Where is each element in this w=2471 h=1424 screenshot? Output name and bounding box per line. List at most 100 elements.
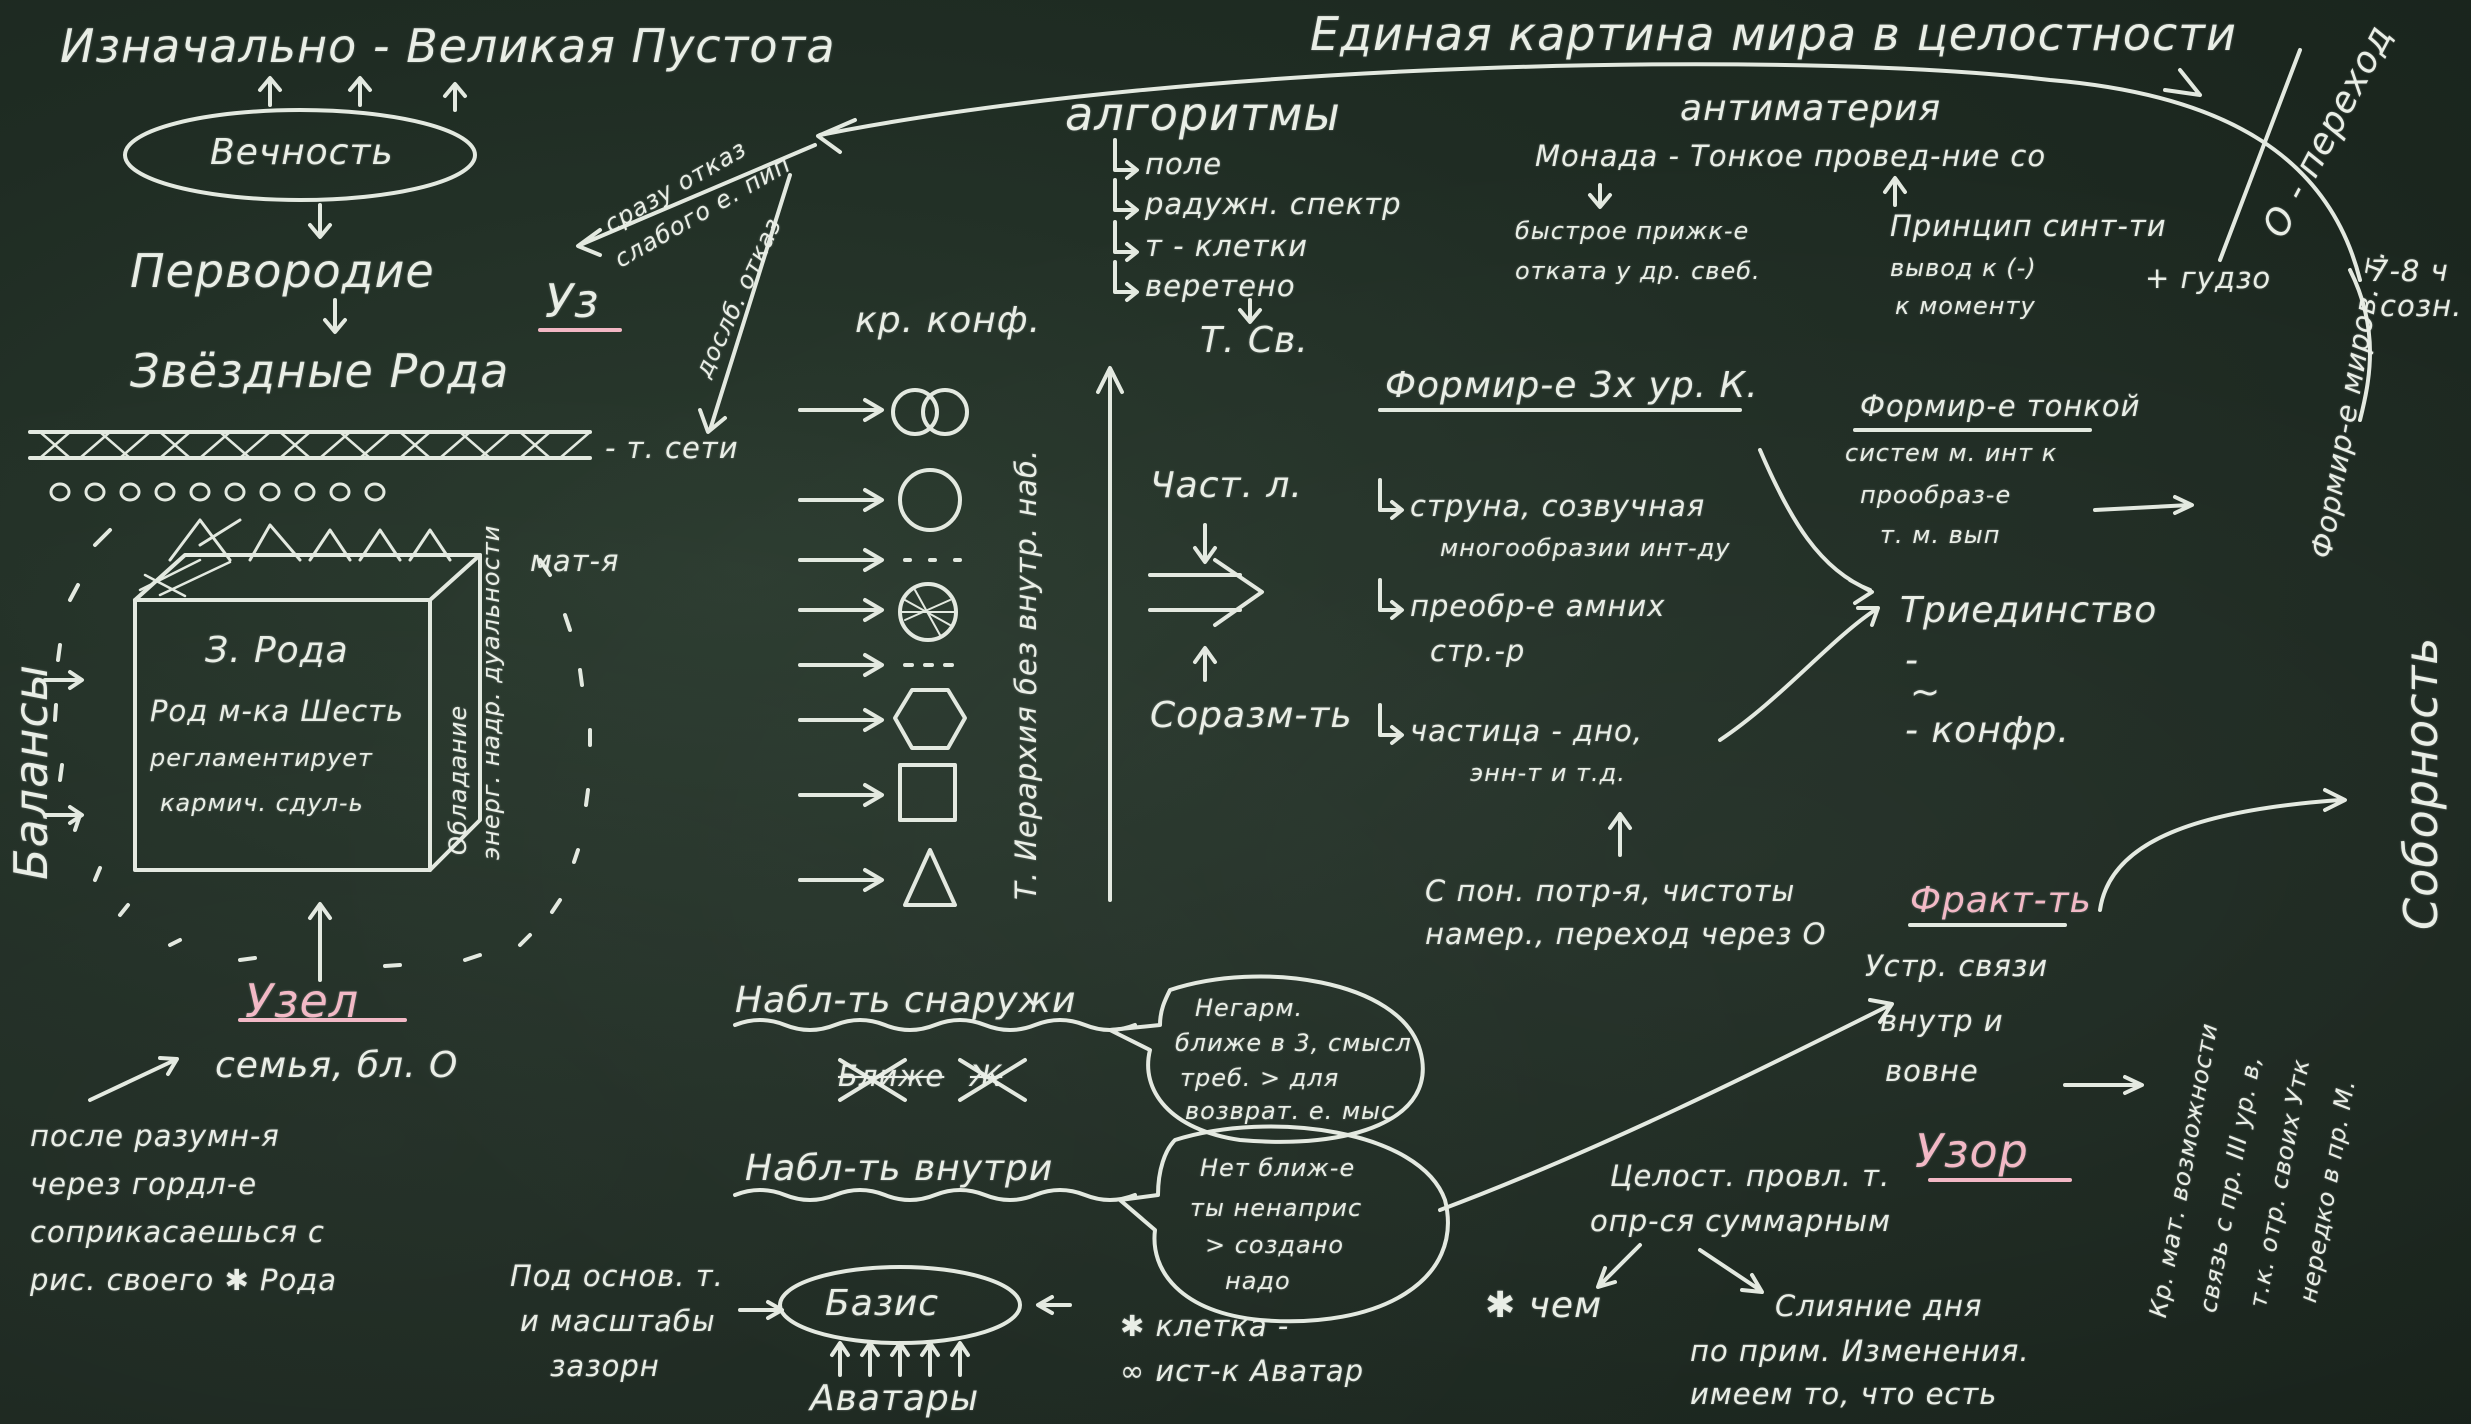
bubble-1-d: возврат. е. мыс <box>1185 1097 1396 1125</box>
top-arc <box>818 62 2362 282</box>
struck-text-2: Ж <box>970 1059 1003 1093</box>
bubble-1-a: Негарм. <box>1195 994 1304 1022</box>
zvezdnye-roda-text: Звёздные Рода <box>130 344 510 398</box>
pri-1-text: по прим. Изменения. <box>1690 1334 2030 1368</box>
formir-tonkoi-1: Формир-е тонкой <box>1860 389 2141 423</box>
uzel-title: Узел <box>245 974 360 1028</box>
formir-i2a: преобр-е амних <box>1410 589 1666 623</box>
cube-line-3: кармич. сдул-ь <box>160 789 364 817</box>
curve-to-tried-1 <box>1758 448 1874 605</box>
top-arc-arrow <box>2163 68 2202 97</box>
diag-arrow-2 <box>698 173 792 434</box>
right-curve <box>2348 268 2372 422</box>
bazis-right-arrow <box>1036 1295 1072 1315</box>
list-arrow-2 <box>1378 578 1404 620</box>
sorazm-arrow <box>1193 646 1217 682</box>
chem-text: ✱ чем <box>1485 1285 1603 1326</box>
dashed-orbit <box>53 528 592 968</box>
arrow-up-1 <box>258 76 282 107</box>
vertical-arrow <box>1096 366 1124 902</box>
formir-bottom-2: намер., переход через О <box>1425 917 1827 951</box>
pod-osnovu-3: зазорн <box>550 1349 660 1383</box>
arrow-down-2 <box>323 298 347 334</box>
formir-title: Формир-е 3х ур. К. <box>1385 365 1759 406</box>
monada-arrow <box>1588 183 1612 209</box>
bubble-1-b: ближе в 3, смысл <box>1175 1029 1412 1057</box>
t-seti-text: - т. сети <box>605 431 739 465</box>
fraktal-1: Устр. связи <box>1865 949 2049 983</box>
bubble-2-a: Нет ближ-е <box>1200 1154 1356 1182</box>
kletka-2: ∞ ист-к Аватар <box>1120 1354 1365 1388</box>
list-arrow-1 <box>1378 478 1404 520</box>
bubble-to-fraktal <box>1438 998 1894 1212</box>
chast-arrow <box>1193 523 1217 564</box>
cube-line-1: Род м-ка Шесть <box>150 694 405 728</box>
nabl-vnutri: Набл-ть внутри <box>745 1148 1054 1189</box>
fraktal-2: внутр и <box>1880 1004 2004 1038</box>
alg-arrow-3 <box>1113 220 1139 262</box>
bystroe-1: быстрое прижк-е <box>1515 217 1750 245</box>
kr-konf-title: кр. конф. <box>855 300 1042 341</box>
uzel-up-arrow <box>88 1056 179 1102</box>
arrow-down-1 <box>308 203 332 239</box>
cube-title: З. Рода <box>205 630 349 671</box>
uzel-note-4: рис. своего ✱ Рода <box>30 1263 338 1297</box>
struck-text-1: Ближе <box>838 1059 945 1093</box>
princip-arrow <box>1883 176 1907 207</box>
monada-text: Монада - Тонкое провед-ние со <box>1535 139 2047 173</box>
princip-1: Принцип синт-ти <box>1890 209 2167 243</box>
cube-side-text: Обладание <box>444 704 472 855</box>
cube <box>133 518 482 872</box>
triedinstvo-text: Триединство <box>1900 590 2158 631</box>
wave-1 <box>733 1018 1137 1032</box>
list-arrow-3 <box>1378 703 1404 745</box>
pod-osnovu-1: Под основ. т. <box>510 1259 724 1293</box>
vechnost-ellipse <box>123 108 477 202</box>
nabl-snaruzhi: Набл-ть снаружи <box>735 980 1077 1021</box>
fraktal-title: Фракт-ть <box>1910 880 2092 921</box>
arc-left-arrowhead <box>816 118 857 154</box>
bubble-2-b: ты ненаприс <box>1190 1194 1363 1222</box>
balance-arrow-2 <box>43 805 84 825</box>
uz-text: Уз <box>545 274 600 328</box>
arrow-up-3 <box>443 82 467 112</box>
sobornost-arrow <box>2098 788 2347 912</box>
formir-i1b: многообразии инт-ду <box>1440 534 1731 562</box>
fraktal-3: вовне <box>1885 1054 1979 1088</box>
uzor-arrow-1 <box>1596 1243 1642 1289</box>
antimateria-text: антиматерия <box>1680 88 1942 129</box>
bubble-2-c: > создано <box>1205 1231 1345 1259</box>
pervorodnoe-text: Первородие <box>130 244 435 298</box>
balance-arrow-1 <box>43 670 84 690</box>
alg-item-1: поле <box>1145 147 1223 181</box>
o-perehod-line <box>2218 48 2302 262</box>
kr-konf-vertical: Т. Иерархия без внутр. наб. <box>1009 448 1043 900</box>
bazis-left-arrow <box>738 1300 784 1320</box>
alg-arrow-1 <box>1113 138 1139 180</box>
plus-gudzo: + гудзо <box>2145 261 2272 295</box>
pri-2-text: имеем то, что есть <box>1690 1377 1998 1411</box>
strike-1 <box>838 1058 1027 1102</box>
mat-label: мат-я <box>530 544 620 578</box>
formir-i2b: стр.-р <box>1430 634 1526 668</box>
diag-arrow-1 <box>576 143 817 257</box>
formir-i1a: струна, созвучная <box>1410 489 1706 523</box>
num2-text: созн. <box>2380 289 2463 323</box>
wave-2 <box>733 1188 1137 1202</box>
alg-arrow-2 <box>1113 178 1139 220</box>
bazis-text: Базис <box>825 1283 940 1324</box>
opr-text: опр-ся суммарным <box>1590 1204 1891 1238</box>
num-text: 7-8 ч <box>2370 254 2449 288</box>
pod-osnovu-2: и масштабы <box>520 1304 716 1338</box>
bubble-1-c: треб. > для <box>1180 1064 1340 1092</box>
formir-bottom-1: С пон. потр-я, чистоты <box>1425 874 1796 908</box>
tilde-text: ~ <box>1910 672 1942 713</box>
formir-tonkoi-3: прообраз-е <box>1860 481 2012 509</box>
uzel-arrow <box>308 902 332 982</box>
curve-to-tried-2 <box>1718 606 1880 742</box>
sliyanie-text: Слияние дня <box>1775 1289 1983 1323</box>
kletka-1: ✱ клетка - <box>1120 1309 1290 1343</box>
tonkoi-arrow <box>2093 495 2194 515</box>
bubble-2-d: надо <box>1225 1267 1291 1295</box>
